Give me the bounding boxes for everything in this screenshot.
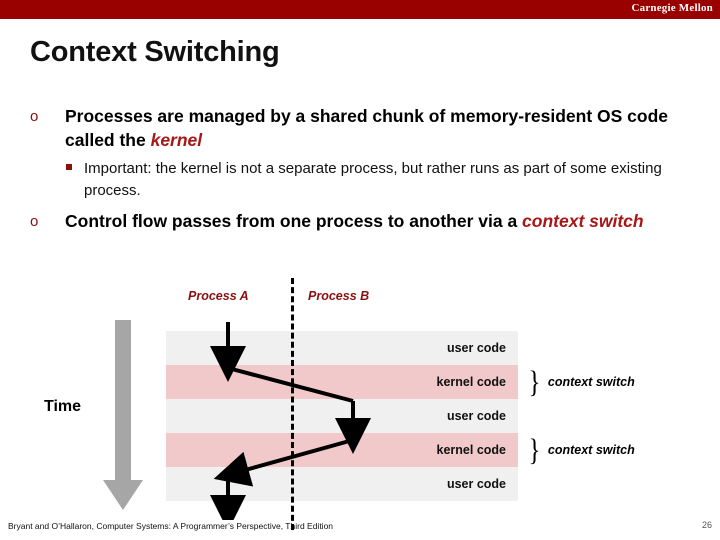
context-switch-label: context switch (547, 442, 635, 457)
row-label: user code (446, 409, 506, 423)
row-label: user code (446, 341, 506, 355)
table-row: kernel code (166, 365, 518, 399)
process-a-label: Process A (188, 289, 249, 303)
context-switch-diagram: Process A Process B Time user code kerne… (0, 270, 720, 530)
time-axis-label: Time (44, 398, 82, 415)
bullet-item-2: Important: the kernel is not a separate … (66, 158, 686, 202)
bullet-emphasis-kernel: kernel (150, 130, 203, 150)
bullet-text-1: Processes are managed by a shared chunk … (65, 104, 690, 152)
page-number: 26 (701, 520, 712, 530)
brand-bar (0, 0, 720, 19)
table-row: user code (166, 467, 518, 501)
bullet-text-2: Important: the kernel is not a separate … (84, 160, 662, 199)
table-row: kernel code (166, 433, 518, 467)
code-rows-table: user code kernel code user code kernel c… (166, 331, 518, 501)
process-divider-dashed-line (291, 278, 294, 530)
bullet-item-3: o Control flow passes from one process t… (30, 209, 690, 233)
row-label: user code (446, 477, 506, 491)
bullet-text-3: Control flow passes from one process to … (65, 209, 690, 233)
bullet-marker-circle-2: o (30, 213, 39, 230)
bullet-marker-square (66, 164, 72, 170)
footer-citation: Bryant and O’Hallaron, Computer Systems:… (8, 521, 334, 531)
table-row: user code (166, 331, 518, 365)
row-label: kernel code (436, 443, 506, 457)
brace-icon: } (528, 432, 541, 467)
down-arrow-icon (103, 320, 143, 510)
context-switch-label: context switch (547, 374, 635, 389)
bullet-text-1-plain: Processes are managed by a shared chunk … (65, 106, 669, 150)
process-b-label: Process B (308, 289, 370, 303)
context-switch-annotation-2: } context switch (527, 432, 635, 467)
brand-name: Carnegie Mellon (631, 2, 713, 14)
bullet-text-3-plain: Control flow passes from one process to … (65, 211, 523, 231)
table-row: user code (166, 399, 518, 433)
bullet-item-1: o Processes are managed by a shared chun… (30, 104, 690, 152)
bullet-marker-circle: o (30, 108, 39, 125)
context-switch-annotation-1: } context switch (527, 364, 635, 399)
page-title: Context Switching (30, 36, 280, 68)
brace-icon: } (528, 364, 541, 399)
row-label: kernel code (436, 375, 506, 389)
bullet-emphasis-context-switch: context switch (522, 211, 644, 231)
